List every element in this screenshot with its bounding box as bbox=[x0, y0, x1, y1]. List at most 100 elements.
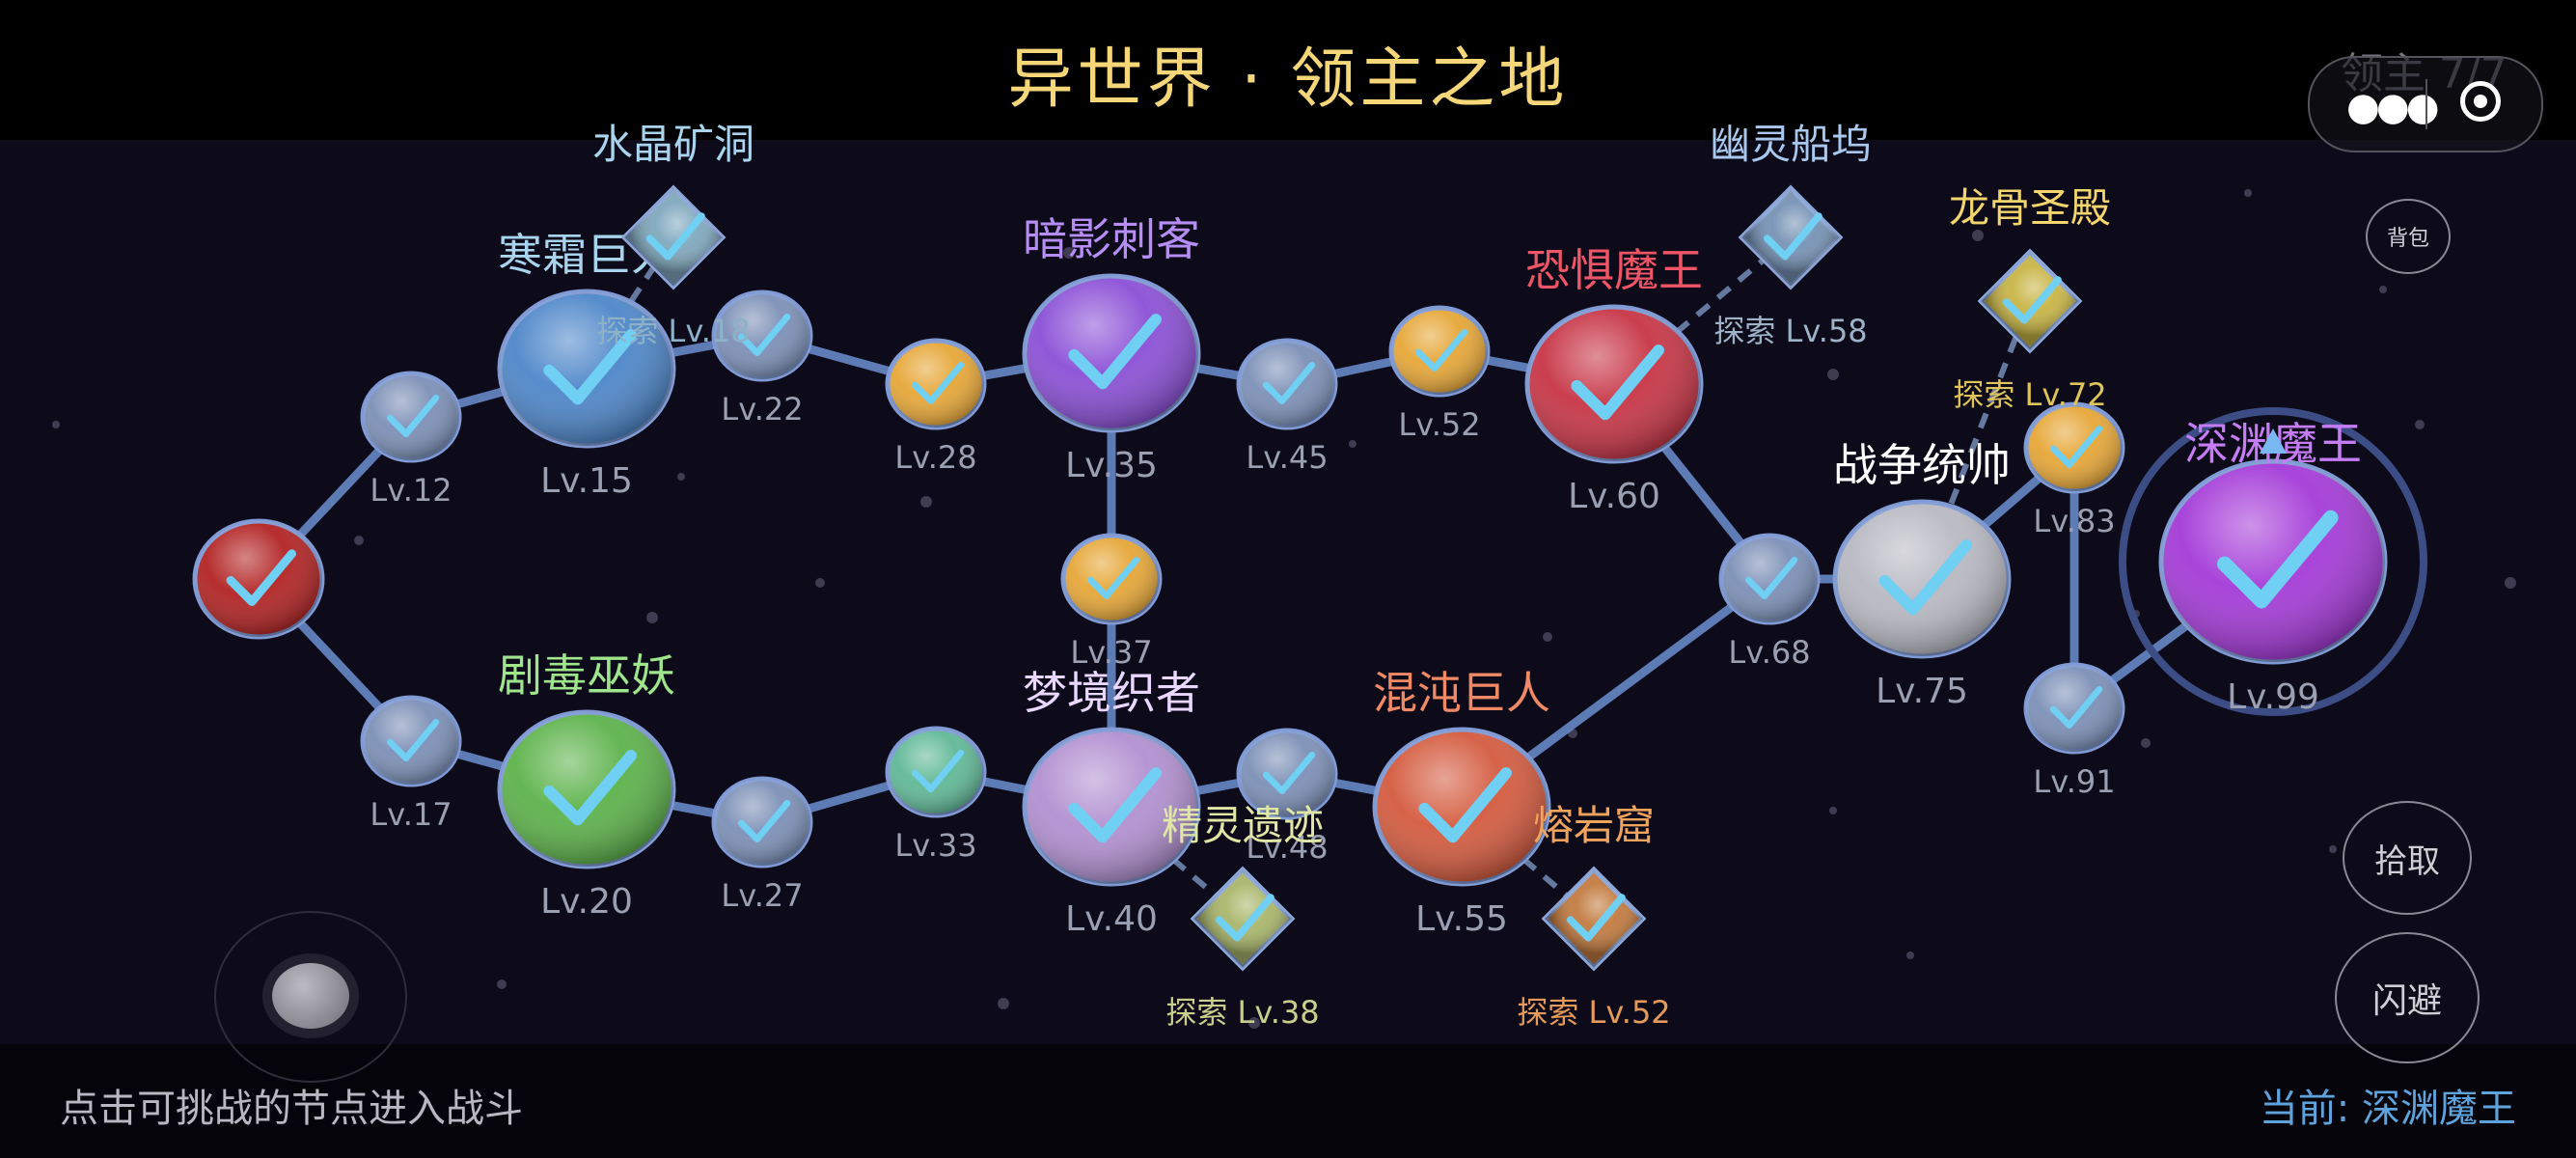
map-node-n40[interactable]: Lv.40 梦境织者 bbox=[1022, 667, 1201, 939]
check-icon bbox=[2216, 510, 2339, 609]
star bbox=[354, 536, 364, 545]
map-node-n37[interactable]: Lv.37 bbox=[1060, 533, 1163, 671]
node-level: Lv.37 bbox=[1070, 634, 1152, 671]
check-icon bbox=[2002, 276, 2062, 324]
check-icon bbox=[2049, 685, 2103, 729]
map-node-n45[interactable]: Lv.45 bbox=[1236, 338, 1338, 476]
explore-level: 探索 Lv.58 bbox=[1713, 313, 1867, 349]
star bbox=[2244, 189, 2252, 197]
star bbox=[2329, 845, 2337, 853]
star bbox=[1827, 369, 1839, 380]
map-node-n48[interactable]: Lv.48 bbox=[1236, 728, 1338, 866]
bag-button[interactable]: 背包 bbox=[2366, 199, 2451, 274]
star bbox=[815, 578, 825, 588]
node-level: Lv.33 bbox=[894, 827, 976, 864]
explore-name: 熔岩窟 bbox=[1533, 802, 1655, 849]
joystick-ring[interactable] bbox=[214, 911, 407, 1083]
explore-name: 水晶矿洞 bbox=[592, 121, 754, 168]
map-node-n91[interactable]: Lv.91 bbox=[2023, 662, 2125, 800]
close-target-icon[interactable] bbox=[2460, 81, 2501, 122]
star bbox=[1906, 951, 1914, 959]
star bbox=[2141, 738, 2151, 748]
check-icon bbox=[1215, 894, 1274, 942]
star bbox=[2415, 420, 2425, 429]
node-level: Lv.40 bbox=[1065, 899, 1158, 939]
node-level: Lv.17 bbox=[370, 796, 452, 833]
explore-name: 幽灵船坞 bbox=[1710, 121, 1872, 168]
footer-hint: 点击可挑战的节点进入战斗 bbox=[60, 1087, 523, 1131]
node-gloss bbox=[2026, 404, 2123, 491]
check-icon bbox=[1262, 361, 1316, 404]
explore-link bbox=[1919, 299, 2033, 581]
check-icon bbox=[1068, 767, 1162, 843]
node-gloss bbox=[500, 712, 673, 867]
map-node-n52[interactable]: Lv.52 bbox=[1388, 305, 1491, 443]
boss-ring bbox=[2119, 407, 2427, 716]
starfield bbox=[52, 189, 2516, 1029]
node-gloss bbox=[714, 779, 810, 866]
joystick-knob[interactable] bbox=[272, 963, 349, 1029]
node-gloss bbox=[1721, 536, 1818, 622]
node-gloss bbox=[1835, 502, 2009, 656]
explore-level: 探索 Lv.38 bbox=[1165, 994, 1319, 1031]
map-node-n22[interactable]: Lv.22 bbox=[711, 290, 813, 427]
check-icon bbox=[737, 313, 791, 356]
map-node-n83[interactable]: Lv.83 bbox=[2023, 401, 2125, 539]
check-icon bbox=[1744, 556, 1798, 599]
map-node-n33[interactable]: Lv.33 bbox=[885, 726, 987, 864]
node-name: 恐惧魔王 bbox=[1525, 244, 1703, 296]
map-node-n27[interactable]: Lv.27 bbox=[711, 776, 813, 914]
node-gloss bbox=[1025, 276, 1198, 430]
check-icon bbox=[1414, 328, 1468, 372]
node-gloss bbox=[2161, 461, 2385, 662]
star bbox=[646, 612, 658, 623]
map-node-n12[interactable]: Lv.12 bbox=[360, 371, 462, 509]
node-gloss bbox=[363, 698, 459, 785]
map-node-n28[interactable]: Lv.28 bbox=[885, 338, 987, 476]
check-icon bbox=[386, 718, 440, 761]
explore-name: 精灵遗迹 bbox=[1162, 802, 1324, 849]
check-icon bbox=[1068, 314, 1162, 390]
map-node-start[interactable] bbox=[192, 518, 325, 640]
node-level: Lv.28 bbox=[894, 439, 976, 476]
more-icon[interactable]: ●●● bbox=[2346, 85, 2440, 129]
check-icon bbox=[911, 749, 965, 792]
node-level: Lv.52 bbox=[1398, 406, 1480, 443]
explore-gloss bbox=[1193, 869, 1292, 968]
star bbox=[2505, 577, 2516, 589]
node-gloss bbox=[363, 373, 459, 460]
star bbox=[497, 979, 507, 989]
map-node-n68[interactable]: Lv.68 bbox=[1718, 533, 1821, 671]
map-node-n35[interactable]: Lv.35 暗影刺客 bbox=[1022, 213, 1201, 485]
current-boss: 当前: 深渊魔王 bbox=[2259, 1087, 2516, 1131]
node-level: Lv.35 bbox=[1065, 446, 1158, 485]
dodge-button[interactable]: 闪避 bbox=[2335, 932, 2480, 1063]
node-name: 战争统帅 bbox=[1833, 439, 2011, 491]
explore-level: 探索 Lv.52 bbox=[1517, 994, 1670, 1031]
node-gloss bbox=[1391, 308, 1488, 395]
pick-button[interactable]: 拾取 bbox=[2343, 801, 2472, 915]
star bbox=[1829, 807, 1837, 814]
map-node-n17[interactable]: Lv.17 bbox=[360, 695, 462, 833]
node-name: 暗影刺客 bbox=[1023, 213, 1200, 265]
check-icon bbox=[386, 394, 440, 437]
explore-name: 龙骨圣殿 bbox=[1949, 184, 2111, 232]
map-node-n99[interactable]: Lv.99深渊魔王 bbox=[2119, 407, 2427, 717]
node-name: 梦境织者 bbox=[1023, 667, 1200, 719]
check-icon bbox=[2049, 425, 2103, 468]
check-icon bbox=[1262, 751, 1316, 794]
node-level: Lv.12 bbox=[370, 472, 452, 509]
explore-gloss bbox=[1981, 252, 2079, 350]
